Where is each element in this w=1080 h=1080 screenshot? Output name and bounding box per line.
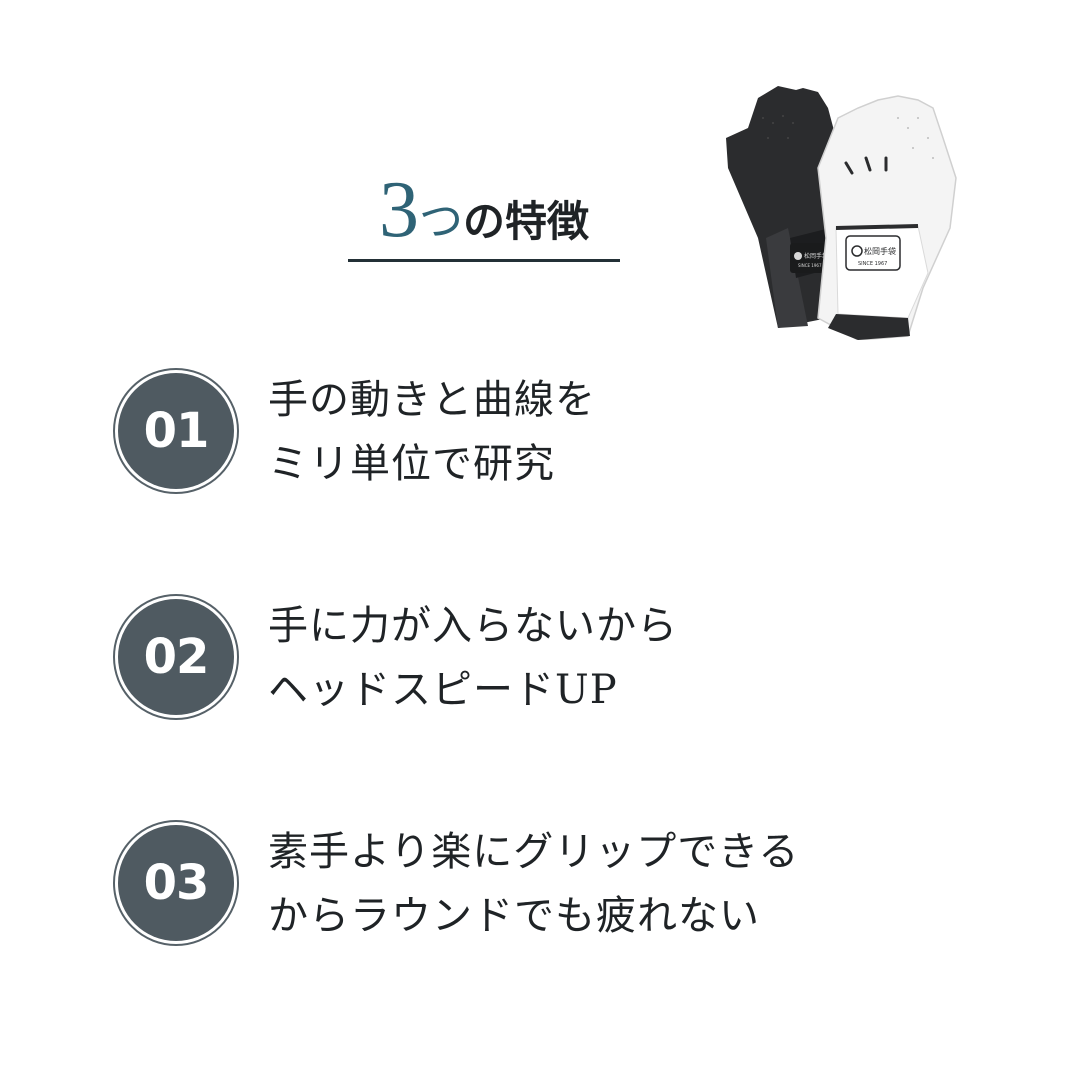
feature-number-badge: 02	[113, 594, 239, 720]
feature-text: 手に力が入らないから ヘッドスピードUP	[268, 594, 948, 722]
feature-line-1: 手の動きと曲線を	[268, 377, 596, 423]
heading-tsu: つ	[418, 196, 463, 247]
feature-number: 01	[118, 373, 234, 489]
feature-item-02: 02 手に力が入らないから ヘッドスピードUP	[113, 594, 953, 720]
white-glove-logo-patch: 松岡手袋 SINCE 1967	[845, 235, 901, 271]
feature-number: 03	[118, 825, 234, 941]
black-glove-logo-text: 松岡手袋	[804, 252, 828, 260]
white-glove-logo-text: 松岡手袋	[864, 246, 896, 256]
heading-number: 3	[378, 166, 419, 254]
black-glove-logo-subtext: SINCE 1967	[798, 263, 822, 268]
section-heading: 3つの特徴	[348, 170, 620, 250]
feature-line-2: ヘッドスピードUP	[268, 667, 618, 713]
feature-line-1: 素手より楽にグリップできる	[268, 829, 800, 875]
feature-line-2: ミリ単位で研究	[268, 441, 555, 487]
heading-underline	[348, 259, 620, 262]
heading-text: の特徴	[462, 197, 589, 246]
feature-text: 素手より楽にグリップできる からラウンドでも疲れない	[268, 820, 948, 948]
feature-item-01: 01 手の動きと曲線を ミリ単位で研究	[113, 368, 953, 494]
feature-line-1: 手に力が入らないから	[268, 603, 678, 649]
feature-item-03: 03 素手より楽にグリップできる からラウンドでも疲れない	[113, 820, 953, 946]
golf-gloves-image: 松岡手袋 SINCE 1967 松岡手袋 SINCE 1967	[726, 86, 957, 340]
feature-number: 02	[118, 599, 234, 715]
feature-number-badge: 03	[113, 820, 239, 946]
feature-line-2: からラウンドでも疲れない	[268, 893, 760, 939]
white-glove: 松岡手袋 SINCE 1967	[817, 95, 957, 340]
feature-number-badge: 01	[113, 368, 239, 494]
white-glove-logo-subtext: SINCE 1967	[858, 261, 887, 267]
feature-text: 手の動きと曲線を ミリ単位で研究	[268, 368, 948, 496]
black-glove: 松岡手袋 SINCE 1967	[726, 86, 836, 328]
